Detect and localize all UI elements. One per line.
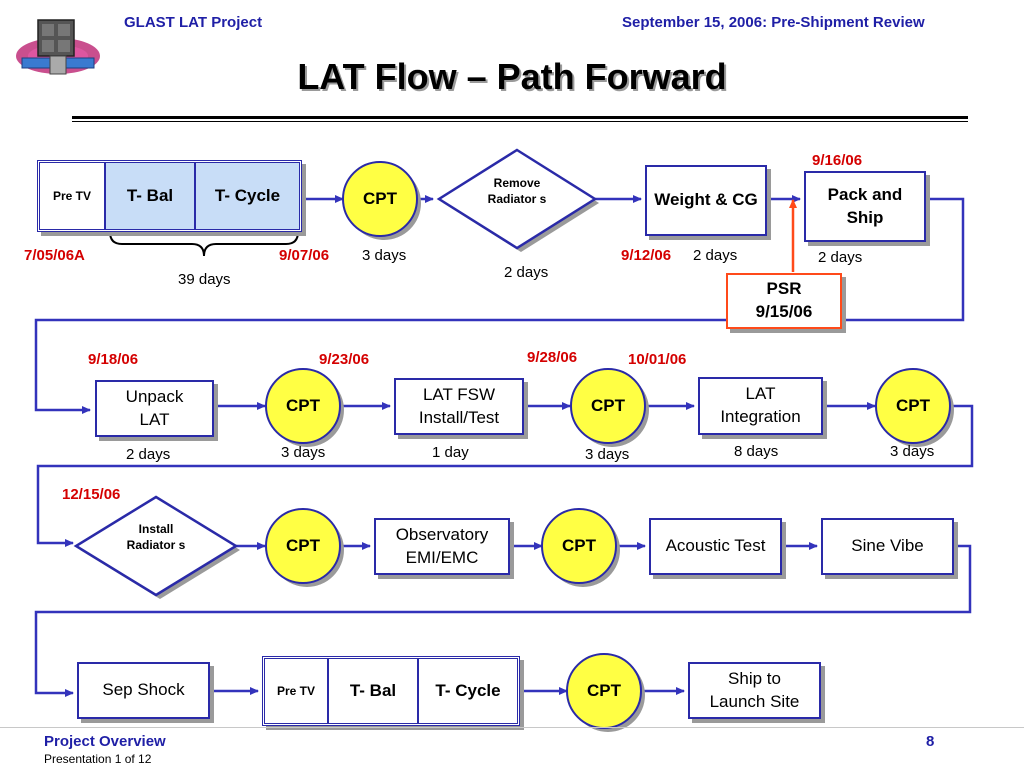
sine-vibe: Sine Vibe: [821, 518, 954, 575]
row1-brace-duration: 39 days: [178, 271, 231, 288]
footer-presentation: Presentation 1 of 12: [44, 752, 152, 766]
title-divider: [72, 116, 968, 119]
psr-date: 9/15/06: [755, 302, 813, 321]
glast-logo: [16, 19, 100, 75]
row4-t-cycle: T- Cycle: [435, 681, 501, 700]
row2-cpt-1-duration: 3 days: [281, 444, 326, 461]
row2-cpt-2: CPT: [591, 396, 625, 415]
pack-and-ship-date: 9/16/06: [812, 152, 863, 169]
row2-cpt-1-date: 9/23/06: [319, 351, 370, 368]
lat-integration-date: 10/01/06: [628, 351, 687, 368]
footer-page-number: 8: [926, 733, 935, 750]
row1-t-bal: T- Bal: [106, 163, 196, 229]
weight-cg-date: 9/12/06: [621, 247, 672, 264]
sep-shock: Sep Shock: [77, 662, 210, 719]
header-project: GLAST LAT Project: [124, 14, 263, 31]
install-radiators-date: 12/15/06: [62, 486, 121, 503]
psr-label: PSR: [766, 279, 802, 299]
row2-cpt-1: CPT: [286, 396, 320, 415]
lat-integration-duration: 8 days: [734, 443, 779, 460]
remove-radiators: Remove Radiator s: [487, 176, 547, 207]
footer-line: [0, 727, 1024, 728]
install-radiators: Install Radiator s: [126, 522, 186, 553]
row1-cpt-duration: 3 days: [362, 247, 407, 264]
unpack-lat: Unpack LAT: [95, 380, 214, 437]
remove-radiators-duration: 2 days: [504, 264, 549, 281]
observatory-emi-emc: Observatory EMI/EMC: [374, 518, 510, 575]
row3-cpt-1: CPT: [286, 536, 320, 555]
pack-and-ship: Pack and Ship: [804, 171, 926, 242]
row1-tv-group: Pre TV T- Bal T- Cycle: [37, 160, 302, 232]
lat-fsw-duration: 1 day: [432, 444, 469, 461]
row4-t-bal: T- Bal: [329, 659, 419, 723]
unpack-lat-date: 9/18/06: [88, 351, 139, 368]
row3-cpt-2: CPT: [562, 536, 596, 555]
row1-end-date: 9/07/06: [279, 247, 330, 264]
lat-fsw-install-test: LAT FSW Install/Test: [394, 378, 524, 435]
row4-cpt: CPT: [587, 681, 621, 700]
pack-and-ship-duration: 2 days: [818, 249, 863, 266]
row4-tv-group: Pre TV T- Bal T- Cycle: [262, 656, 520, 726]
row1-pre-tv: Pre TV: [40, 163, 106, 229]
page-title: LAT Flow – Path Forward: [297, 56, 727, 97]
row2-cpt-2-date: 9/28/06: [527, 349, 578, 366]
row1-start-date: 7/05/06A: [24, 247, 85, 264]
lat-integration: LAT Integration: [698, 377, 823, 435]
row2-cpt-2-duration: 3 days: [585, 446, 630, 463]
weight-cg: Weight & CG: [645, 165, 767, 236]
row4-pre-tv: Pre TV: [265, 659, 329, 723]
row2-cpt-3-duration: 3 days: [890, 443, 935, 460]
acoustic-test: Acoustic Test: [649, 518, 782, 575]
title-divider-thin: [72, 121, 968, 122]
row1-cpt: CPT: [363, 189, 397, 208]
ship-to-launch-site: Ship to Launch Site: [688, 662, 821, 719]
row2-cpt-3: CPT: [896, 396, 930, 415]
weight-cg-duration: 2 days: [693, 247, 738, 264]
unpack-lat-duration: 2 days: [126, 446, 171, 463]
footer-section: Project Overview: [44, 733, 166, 750]
psr-box: PSR 9/15/06: [726, 273, 842, 329]
row1-t-cycle: T- Cycle: [196, 163, 299, 229]
header-review: September 15, 2006: Pre-Shipment Review: [622, 14, 925, 31]
